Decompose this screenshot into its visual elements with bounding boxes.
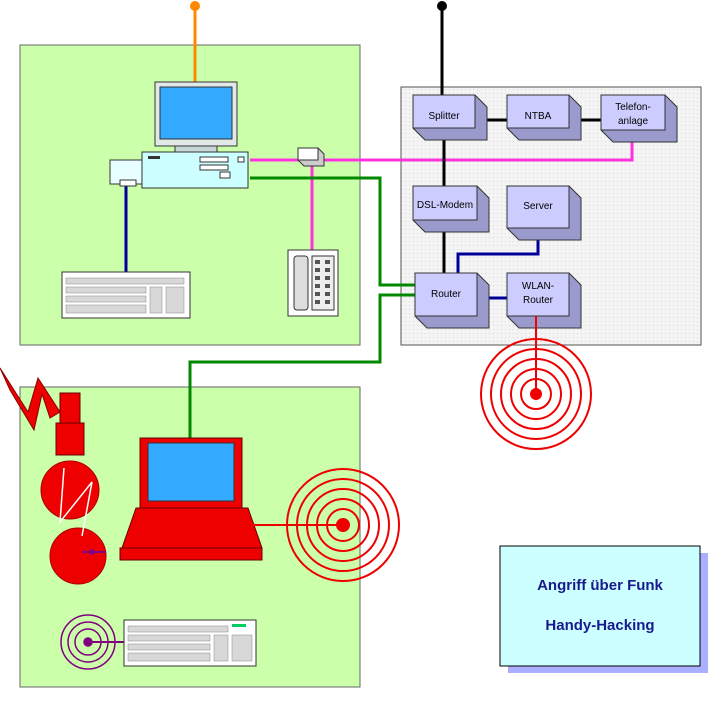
mobile-phone-icon xyxy=(55,392,85,456)
cable-server-router xyxy=(456,232,540,275)
phone-line-endpoint xyxy=(437,1,447,11)
keyboard-icon xyxy=(61,271,191,319)
monitor-icon xyxy=(154,81,238,153)
router-box[interactable]: Router xyxy=(414,272,490,329)
lightning-icon xyxy=(0,367,61,432)
ntba-box[interactable]: NTBA xyxy=(506,94,582,141)
wlan-router-box[interactable]: WLAN- Router xyxy=(506,272,582,329)
magenta-cable xyxy=(250,140,634,162)
server-label: Server xyxy=(523,201,553,212)
green-cable-laptop xyxy=(188,293,415,440)
ntba-label: NTBA xyxy=(525,111,552,122)
splitter-box[interactable]: Splitter xyxy=(412,94,488,141)
wlan-router-label-1: WLAN- xyxy=(522,281,554,292)
orange-endpoint xyxy=(190,1,200,11)
router-label: Router xyxy=(431,289,462,300)
info-line-1: Angriff über Funk xyxy=(537,577,663,594)
server-box[interactable]: Server xyxy=(506,185,582,241)
junction-box-icon xyxy=(297,147,325,167)
telefonanlage-box[interactable]: Telefon- anlage xyxy=(600,94,678,143)
info-box xyxy=(499,545,701,667)
dsl-modem-label: DSL-Modem xyxy=(417,200,473,211)
splitter-label: Splitter xyxy=(428,111,460,122)
wlan-router-label-2: Router xyxy=(523,295,554,306)
laptop-icon xyxy=(119,437,263,561)
telefonanlage-label-1: Telefon- xyxy=(615,102,651,113)
mobile-signal-icon xyxy=(40,460,107,585)
desktop-pc-icon xyxy=(109,151,249,189)
green-cable-pc xyxy=(250,176,415,287)
info-line-2: Handy-Hacking xyxy=(545,617,654,634)
wlan-signal-icon xyxy=(480,338,592,450)
desk-phone-icon xyxy=(287,249,339,317)
wireless-keyboard-icon xyxy=(123,619,257,667)
laptop-signal-icon xyxy=(286,468,400,582)
telefonanlage-label-2: anlage xyxy=(618,116,648,127)
dsl-modem-box[interactable]: DSL-Modem xyxy=(412,185,490,233)
